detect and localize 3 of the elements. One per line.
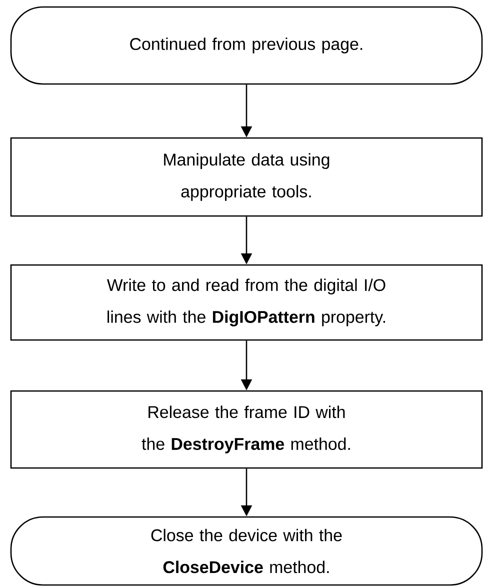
process-box: Write to and read from the digital I/O lines with the DigIOPattern property. <box>10 264 483 341</box>
process-box: Release the frame ID with the DestroyFrame method. <box>10 390 483 469</box>
process-box: Manipulate data using appropriate tools. <box>10 137 483 217</box>
